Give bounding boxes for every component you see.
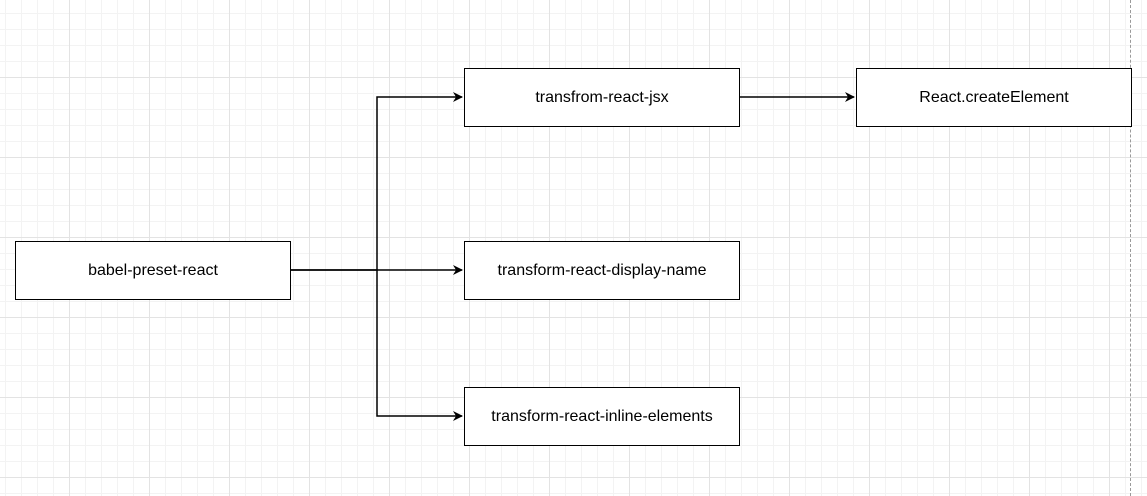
node-transfrom-react-jsx[interactable]: transfrom-react-jsx (464, 68, 740, 127)
node-react-create-element[interactable]: React.createElement (856, 68, 1132, 127)
node-transform-react-display-name[interactable]: transform-react-display-name (464, 241, 740, 300)
edge-preset-to-jsx (291, 92, 463, 271)
page-boundary-line (1130, 0, 1131, 496)
node-label: transform-react-display-name (497, 261, 707, 279)
node-label: transfrom-react-jsx (535, 88, 669, 106)
node-label: React.createElement (919, 88, 1069, 106)
node-babel-preset-react[interactable]: babel-preset-react (15, 241, 291, 300)
node-transform-react-inline-elements[interactable]: transform-react-inline-elements (464, 387, 740, 446)
node-label: babel-preset-react (88, 261, 218, 279)
edge-preset-to-inline-elements (376, 270, 463, 421)
node-label: transform-react-inline-elements (491, 407, 713, 425)
